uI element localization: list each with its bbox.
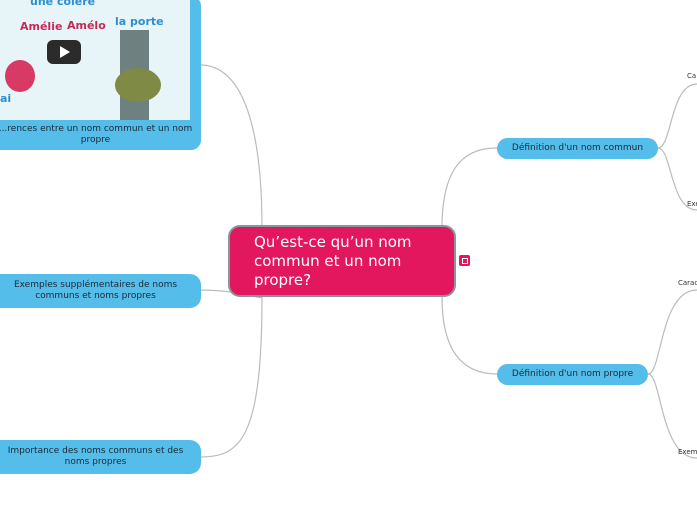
leaf-proper-2[interactable]: Exem <box>678 448 697 456</box>
video-word-mid: Amélo <box>67 19 106 32</box>
connector-topic-4 <box>441 147 498 229</box>
connector-topic-5 <box>441 296 498 375</box>
video-thumbnail[interactable]: une colère Amélie Amélo la porte ai <box>0 0 190 120</box>
video-word-right: la porte <box>115 15 164 28</box>
leaf-proper-1[interactable]: Carac <box>678 279 697 287</box>
topic-differences-label: ...rences entre un nom commun et un nom … <box>0 124 193 145</box>
connector-topic-1 <box>199 64 263 229</box>
character-red-illustration <box>5 60 35 92</box>
connector-leaf-4 <box>647 373 697 459</box>
central-topic-title: Qu’est-ce qu’un nom commun et un nom pro… <box>254 232 412 289</box>
topic-definition-common[interactable]: Définition d'un nom commun <box>497 138 658 159</box>
connector-leaf-1 <box>657 83 697 149</box>
video-caption-top: une colère <box>30 0 96 8</box>
video-word-bottom: ai <box>0 92 12 105</box>
play-icon[interactable] <box>47 40 81 64</box>
leaf-common-1[interactable]: Ca <box>687 72 697 80</box>
topic-definition-proper-label: Définition d'un nom propre <box>511 369 634 379</box>
connector-topic-3 <box>199 296 263 458</box>
link-icon[interactable] <box>459 255 470 266</box>
video-word-left: Amélie <box>20 20 63 33</box>
topic-definition-common-label: Définition d'un nom commun <box>511 143 644 153</box>
character-green-illustration <box>115 68 161 102</box>
topic-examples-label: Exemples supplémentaires de noms communs… <box>13 280 178 301</box>
topic-importance-label: Importance des noms communs et des noms … <box>7 446 184 467</box>
connector-leaf-3 <box>647 289 697 375</box>
topic-examples[interactable]: Exemples supplémentaires de noms communs… <box>0 274 201 308</box>
topic-importance[interactable]: Importance des noms communs et des noms … <box>0 440 201 474</box>
leaf-common-2[interactable]: Exe <box>687 200 697 208</box>
connector-leaf-2 <box>657 147 697 211</box>
topic-definition-proper[interactable]: Définition d'un nom propre <box>497 364 648 385</box>
central-topic[interactable]: Qu’est-ce qu’un nom commun et un nom pro… <box>228 225 456 297</box>
